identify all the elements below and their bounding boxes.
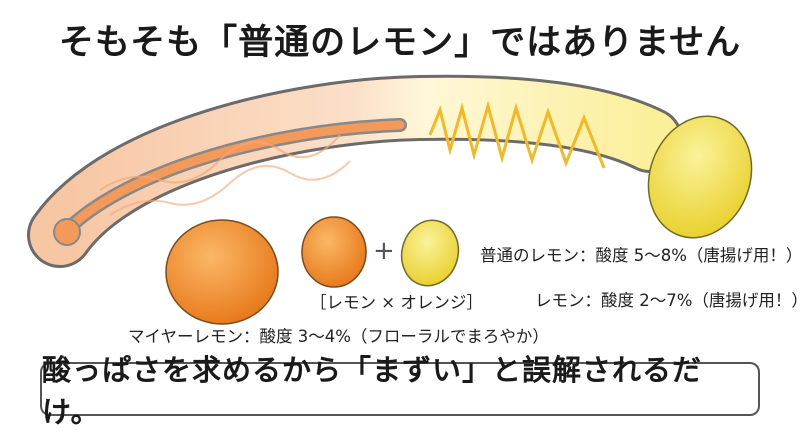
meyer-lemon-label: マイヤーレモン：酸度 3〜4%（フローラルでまろやか） bbox=[128, 327, 549, 346]
lemon-label: レモン：酸度 2〜7%（唐揚げ用！） bbox=[535, 291, 800, 310]
acidity-zigzag bbox=[428, 100, 606, 169]
normal-lemon-label: 普通のレモン：酸度 5〜8%（唐揚げ用！） bbox=[480, 246, 800, 265]
big-lemon bbox=[647, 115, 753, 239]
hybrid-label: ［レモン × オレンジ］ bbox=[310, 293, 483, 312]
plus-sign: + bbox=[373, 236, 395, 266]
meyer-lemon bbox=[165, 219, 279, 325]
conclusion-banner: 酸っぱさを求めるから「まずい」と誤解されるだけ。 bbox=[40, 353, 760, 429]
small-orange bbox=[301, 216, 367, 288]
page-title: そもそも「普通のレモン」ではありません bbox=[58, 23, 742, 63]
small-lemon bbox=[400, 219, 460, 287]
